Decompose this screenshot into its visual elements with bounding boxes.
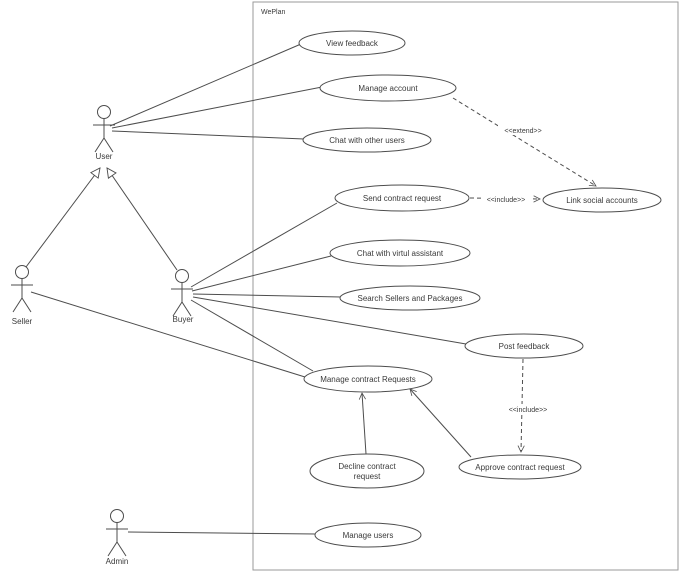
usecase-link-social-accounts[interactable]: Link social accounts	[542, 187, 662, 213]
system-boundary-label: WePlan	[261, 9, 285, 16]
usecase-ellipse	[464, 333, 584, 359]
usecase-label: Post feedback	[499, 342, 551, 351]
usecase-ellipse	[334, 184, 470, 212]
usecase-label: Manage contract Requests	[320, 375, 416, 384]
usecase-ellipse	[302, 127, 432, 153]
actor-head-icon	[97, 105, 111, 119]
edge-decline-manage-contracts	[362, 393, 367, 455]
edge-buyer-post-feedback	[192, 296, 467, 345]
usecase-ellipse	[458, 454, 582, 480]
usecase-label: Send contract request	[363, 194, 442, 203]
actor-head-icon	[15, 265, 29, 279]
usecase-manage-users[interactable]: Manage users	[314, 522, 422, 548]
usecase-label: Link social accounts	[566, 196, 638, 205]
system-boundary	[252, 1, 679, 571]
edge-approve-manage-contracts	[410, 389, 472, 458]
usecase-label: View feedback	[326, 39, 379, 48]
usecase-decline-contract-request[interactable]: Decline contract request	[309, 453, 425, 489]
usecase-label: Manage account	[358, 84, 418, 93]
usecase-label: Chat with other users	[329, 136, 405, 145]
usecase-post-feedback[interactable]: Post feedback	[464, 333, 584, 359]
label-background	[481, 194, 531, 204]
actor-buyer-label: Buyer	[173, 315, 194, 324]
generalization-buyer-user	[107, 168, 178, 271]
extend-edge-manage-account-link-social	[452, 97, 596, 186]
usecase-chat-with-virtual-assistant[interactable]: Chat with virtul assistant	[329, 239, 471, 267]
extend-label: <<extend>>	[504, 128, 541, 135]
usecase-ellipse	[298, 30, 406, 56]
actor-user-label: User	[96, 152, 113, 161]
include-label-send-contract: <<include>>	[481, 194, 531, 204]
usecase-label: Chat with virtul assistant	[357, 249, 444, 258]
usecase-label: request	[354, 472, 381, 481]
edges	[25, 43, 596, 535]
actor-body-icon	[93, 118, 115, 153]
usecase-ellipse	[339, 285, 481, 311]
edge-admin-manage-users	[127, 531, 317, 535]
usecase-label: Approve contract request	[475, 463, 565, 472]
actor-user[interactable]: User	[93, 105, 115, 162]
usecase-chat-with-other-users[interactable]: Chat with other users	[302, 127, 432, 153]
actor-body-icon	[171, 282, 193, 317]
usecase-ellipse	[309, 453, 425, 489]
usecase-ellipse	[329, 239, 471, 267]
usecase-ellipse	[319, 74, 457, 102]
usecase-manage-contract-requests[interactable]: Manage contract Requests	[303, 365, 433, 393]
usecase-send-contract-request[interactable]: Send contract request	[334, 184, 470, 212]
actor-buyer[interactable]: Buyer	[171, 269, 194, 325]
usecase-approve-contract-request[interactable]: Approve contract request	[458, 454, 582, 480]
usecase-ellipse	[303, 365, 433, 393]
edge-seller-manage-contracts	[30, 291, 306, 378]
edge-buyer-chat-virtual-assistant	[191, 255, 332, 292]
actor-head-icon	[175, 269, 189, 283]
actor-body-icon	[106, 522, 128, 557]
extend-label-group: <<extend>>	[498, 125, 548, 135]
actor-admin-label: Admin	[106, 557, 129, 566]
usecase-label: Decline contract	[338, 462, 396, 471]
include-label-post-feedback: <<include>>	[503, 404, 553, 414]
edge-user-view-feedback	[109, 43, 302, 127]
label-background	[498, 125, 548, 135]
edge-buyer-send-contract-request	[190, 202, 338, 288]
usecase-search-sellers-and-packages[interactable]: Search Sellers and Packages	[339, 285, 481, 311]
include-edge-post-feedback-approve	[521, 358, 523, 452]
usecase-label: Manage users	[343, 531, 394, 540]
usecase-ellipse	[542, 187, 662, 213]
usecase-label: Search Sellers and Packages	[358, 294, 463, 303]
include-label: <<include>>	[509, 407, 548, 414]
edge-user-chat-other-users	[111, 130, 305, 140]
usecase-view-feedback[interactable]: View feedback	[298, 30, 406, 56]
edge-buyer-manage-contracts	[190, 299, 314, 372]
edge-user-manage-account	[111, 86, 323, 129]
actor-head-icon	[110, 509, 124, 523]
actor-body-icon	[11, 278, 33, 313]
edge-buyer-search-sellers	[192, 293, 342, 298]
actor-admin[interactable]: Admin	[106, 509, 129, 567]
label-background	[503, 404, 553, 414]
actor-seller[interactable]: Seller	[11, 265, 33, 327]
include-label: <<include>>	[487, 197, 526, 204]
generalization-seller-user	[25, 168, 100, 268]
actor-seller-label: Seller	[12, 317, 33, 326]
usecase-manage-account[interactable]: Manage account	[319, 74, 457, 102]
usecase-ellipse	[314, 522, 422, 548]
